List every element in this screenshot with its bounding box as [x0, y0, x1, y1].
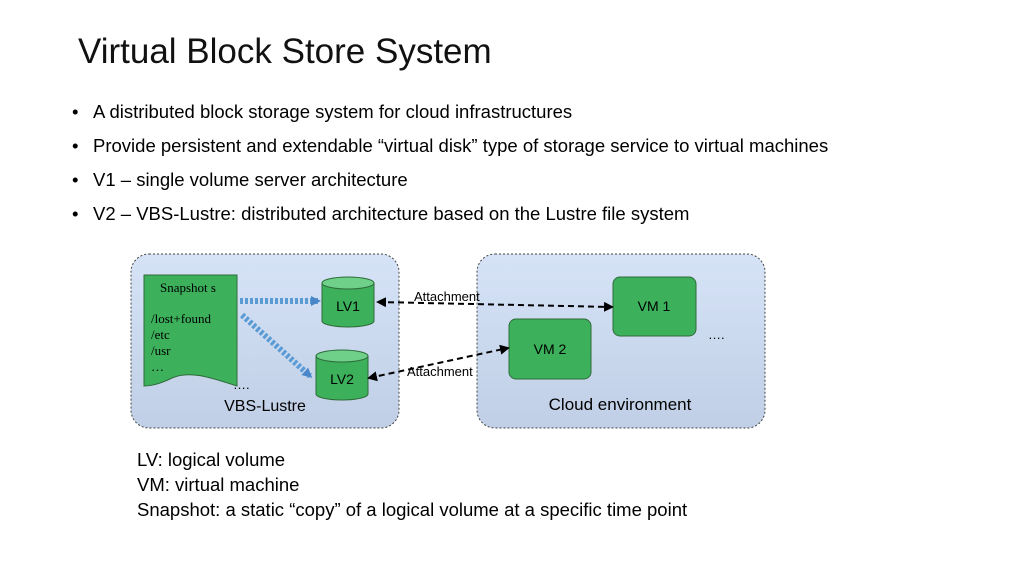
legend-item: VM: virtual machine — [137, 474, 300, 495]
bullet-text: A distributed block storage system for c… — [93, 101, 573, 122]
vbs-lustre-label: VBS-Lustre — [224, 398, 306, 415]
bullet-item: • A distributed block storage system for … — [72, 99, 828, 133]
attachment-label: Attachment — [414, 289, 480, 304]
snapshot-to-lv2-arrow — [239, 312, 313, 379]
bullet-marker: • — [72, 101, 79, 122]
bullet-marker: • — [72, 135, 79, 156]
lv1-label: LV1 — [336, 298, 360, 314]
snapshot-document — [143, 274, 238, 387]
bullet-marker: • — [72, 203, 79, 224]
snapshot-line: … — [151, 359, 164, 374]
bullet-text: V2 – VBS-Lustre: distributed architectur… — [93, 203, 690, 224]
attachment-label: Attachment — [407, 364, 473, 379]
vm-more: …. — [708, 327, 725, 342]
snapshot-line: /lost+found — [151, 311, 212, 326]
snapshot-line: /usr — [151, 343, 171, 358]
bullet-item: • V2 – VBS-Lustre: distributed architectu… — [72, 201, 828, 235]
bullet-text: V1 – single volume server architecture — [93, 169, 408, 190]
snapshot-title: Snapshot s — [160, 280, 216, 295]
attachment-lv2-vm2 — [367, 344, 510, 382]
legend-item: Snapshot: a static “copy” of a logical v… — [137, 499, 688, 520]
vm2-label: VM 2 — [534, 341, 567, 357]
legend: LV: logical volume VM: virtual machine S… — [137, 447, 687, 522]
lv2-label: LV2 — [330, 371, 354, 387]
lv2-volume: LV2 — [315, 349, 369, 401]
cloud-environment-label: Cloud environment — [549, 395, 692, 414]
bullet-text: Provide persistent and extendable “virtu… — [93, 135, 829, 156]
bullet-list: • A distributed block storage system for … — [72, 99, 828, 235]
snapshot-line: /etc — [151, 327, 170, 342]
slide-title: Virtual Block Store System — [78, 32, 492, 71]
snapshot-more: …. — [233, 377, 250, 392]
legend-item: LV: logical volume — [137, 449, 286, 470]
bullet-item: • Provide persistent and extendable “virt… — [72, 133, 828, 167]
vm1-label: VM 1 — [638, 298, 671, 314]
bullet-marker: • — [72, 169, 79, 190]
bullet-item: • V1 – single volume server architecture — [72, 167, 828, 201]
lv1-volume: LV1 — [321, 276, 375, 328]
attachment-lv1-vm1 — [376, 297, 614, 312]
